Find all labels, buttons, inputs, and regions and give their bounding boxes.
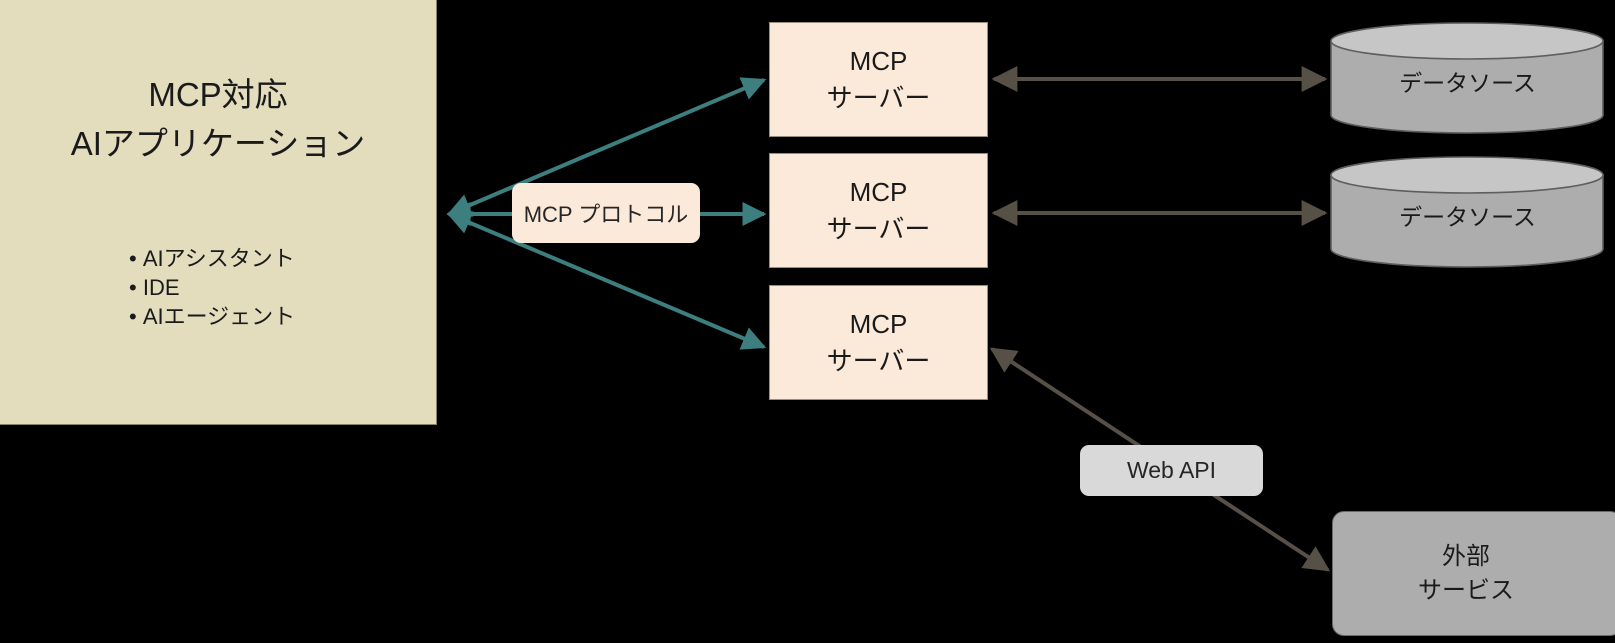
cylinder-icon <box>1330 156 1604 268</box>
external-service-label: 外部 サービス <box>1418 542 1514 604</box>
mcp-server-label: MCP サーバー <box>826 176 931 244</box>
web-api-edge-label: Web API <box>1080 445 1263 496</box>
client-application-box: MCP対応 AIアプリケーション AIアシスタント IDE AIエージェント <box>0 0 437 425</box>
external-service-box: 外部 サービス <box>1332 511 1615 636</box>
mcp-server-box-3: MCP サーバー <box>769 285 988 400</box>
list-item: AIアシスタント <box>129 244 429 273</box>
list-item: AIエージェント <box>129 302 429 331</box>
client-application-title: MCP対応 AIアプリケーション <box>70 76 366 162</box>
list-item: IDE <box>129 273 429 302</box>
data-source-cylinder-2: データソース <box>1330 156 1615 268</box>
data-source-cylinder-1: データソース <box>1330 22 1615 134</box>
mcp-server-box-2: MCP サーバー <box>769 153 988 268</box>
mcp-protocol-edge-label: MCP プロトコル <box>512 183 700 243</box>
client-application-feature-list: AIアシスタント IDE AIエージェント <box>129 244 429 331</box>
cylinder-icon <box>1330 22 1604 134</box>
mcp-server-box-1: MCP サーバー <box>769 22 988 137</box>
data-source-label: データソース <box>1399 70 1536 96</box>
mcp-server-label: MCP サーバー <box>826 45 931 113</box>
data-source-label: データソース <box>1399 204 1536 230</box>
mcp-server-label: MCP サーバー <box>826 308 931 376</box>
